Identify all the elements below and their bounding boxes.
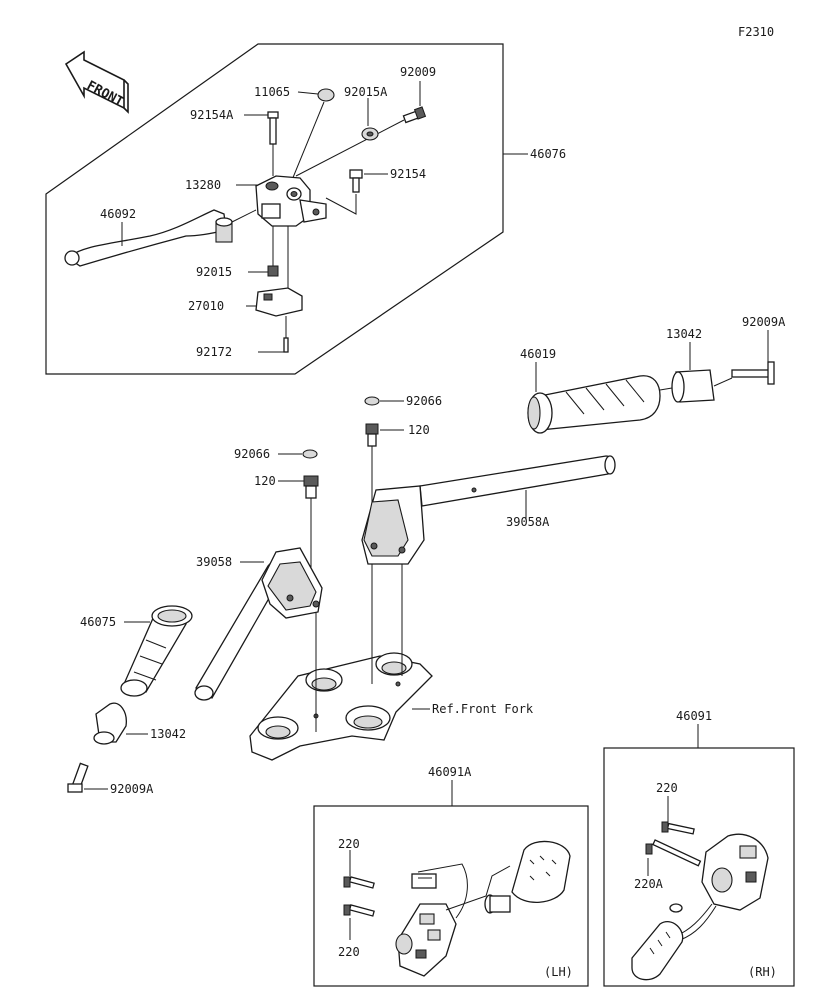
- label-92154A: 92154A: [190, 108, 234, 122]
- label-39058: 39058: [196, 555, 232, 569]
- part-92154A-bolt: [244, 111, 279, 176]
- label-46019: 46019: [520, 347, 556, 361]
- part-46092-lever: [64, 209, 257, 267]
- label-120-right: 120: [408, 423, 430, 437]
- part-92066-left-washer: [278, 449, 318, 459]
- part-92009A-right-bolt: [713, 330, 775, 387]
- label-11065: 11065: [254, 85, 290, 99]
- rh-tag: (RH): [748, 965, 777, 979]
- label-92015A: 92015A: [344, 85, 388, 99]
- part-13042-right-collar: [659, 342, 715, 403]
- label-92066-left: 92066: [234, 447, 270, 461]
- label-46092: 46092: [100, 207, 136, 221]
- label-46091A: 46091A: [428, 765, 472, 779]
- label-92066-right: 92066: [406, 394, 442, 408]
- label-92015: 92015: [196, 265, 232, 279]
- label-220-lh-bottom: 220: [338, 945, 360, 959]
- part-46075-left-grip: [120, 605, 193, 697]
- part-39058A-right-handlebar: [361, 455, 616, 565]
- part-46091A-lh-switch: [343, 840, 571, 977]
- part-27010-switch: [246, 287, 303, 338]
- lh-tag: (LH): [544, 965, 573, 979]
- part-92015A-washer: [361, 98, 379, 141]
- front-arrow-icon: FRONT: [64, 50, 129, 114]
- part-92015-nut: [248, 226, 289, 288]
- label-92154: 92154: [390, 167, 426, 181]
- label-46075: 46075: [80, 615, 116, 629]
- figure-id: F2310: [738, 25, 774, 39]
- label-120-left: 120: [254, 474, 276, 488]
- label-46091: 46091: [676, 709, 712, 723]
- label-13280: 13280: [185, 178, 221, 192]
- part-39058-left-handlebar: [194, 547, 323, 701]
- triple-clamp-ref-front-fork: [249, 564, 433, 761]
- part-11065-cap: [291, 88, 335, 181]
- label-ref-front-fork: Ref.Front Fork: [432, 702, 534, 716]
- part-92009A-left-bolt: [67, 762, 108, 793]
- label-92172: 92172: [196, 345, 232, 359]
- label-92009A-right: 92009A: [742, 315, 786, 329]
- part-92154-bolt: [325, 169, 388, 215]
- lh-switch-box: [313, 805, 589, 987]
- label-46076: 46076: [530, 147, 566, 161]
- part-92009-bolt: [295, 81, 427, 177]
- label-39058A: 39058A: [506, 515, 550, 529]
- part-92066-right-washer: [364, 396, 404, 406]
- label-220-lh-top: 220: [338, 837, 360, 851]
- part-46019-right-grip: [527, 362, 661, 434]
- part-92172-screw: [258, 337, 289, 353]
- label-13042-left: 13042: [150, 727, 186, 741]
- part-13042-left-collar: [93, 702, 148, 745]
- rh-switch-box: [603, 747, 795, 987]
- part-120-left-bolt: [278, 475, 319, 570]
- label-220A-rh: 220A: [634, 877, 664, 891]
- label-13042-right: 13042: [666, 327, 702, 341]
- part-46091-rh-switch: [631, 796, 769, 981]
- label-27010: 27010: [188, 299, 224, 313]
- label-92009: 92009: [400, 65, 436, 79]
- label-220-rh: 220: [656, 781, 678, 795]
- part-13280-lever-holder: [236, 175, 327, 227]
- label-92009A-left: 92009A: [110, 782, 154, 796]
- lever-assembly-box: [45, 43, 504, 375]
